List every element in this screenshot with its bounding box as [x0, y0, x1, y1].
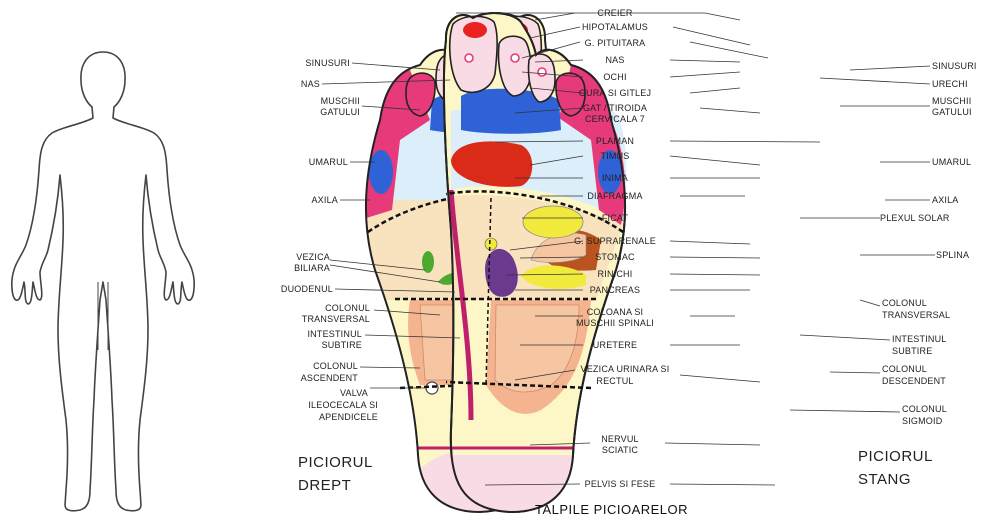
piciorul-drept-line2: DREPT	[298, 476, 373, 495]
label-apendicele: APENDICELE	[290, 412, 378, 422]
label-pelvis-si-fese: PELVIS SI FESE	[560, 479, 680, 489]
label-valva: VALVA	[290, 388, 368, 398]
label-uretere: URETERE	[560, 340, 670, 350]
label-right-urechi: URECHI	[932, 79, 968, 89]
label-ochi: OCHI	[560, 72, 670, 82]
label-rinichi: RINICHI	[560, 269, 670, 279]
label-timus: TIMUS	[560, 151, 670, 161]
label-left-nas: NAS	[270, 79, 320, 89]
label-splina: SPLINA	[936, 250, 969, 260]
label-left-gatului: GATULUI	[270, 107, 360, 117]
label-pancreas: PANCREAS	[560, 285, 670, 295]
label-colonul-ascendent: COLONUL	[290, 361, 358, 371]
piciorul-drept-line1: PICIORUL	[298, 453, 373, 472]
label-rectul: RECTUL	[560, 376, 670, 386]
label-ileocecala: ILEOCECALA SI	[290, 400, 378, 410]
label-right-muschii: MUSCHII	[932, 96, 971, 106]
label-nas-center: NAS	[560, 55, 670, 65]
label-g-suprarenale: G. SUPRARENALE	[560, 236, 670, 246]
label-vezica-urinara: VEZICA URINARA SI	[560, 364, 690, 374]
label-left-axila: AXILA	[270, 195, 338, 205]
label-colonul-sigmoid: COLONUL	[902, 404, 947, 414]
label-descendent: DESCENDENT	[882, 376, 946, 386]
label-plexul-solar: PLEXUL SOLAR	[880, 213, 950, 223]
piciorul-stang-line2: STANG	[858, 470, 933, 489]
label-plaman: PLAMAN	[560, 136, 670, 146]
label-transversal-right: TRANSVERSAL	[882, 310, 950, 320]
label-gat-tiroida: GAT / TIROIDA	[560, 103, 670, 113]
label-piciorul-drept: PICIORUL DREPT	[298, 453, 373, 495]
diagram-title: TALPILE PICIOARELOR	[535, 502, 688, 517]
label-diafragma: DIAFRAGMA	[560, 191, 670, 201]
label-colonul-descendent: COLONUL	[882, 364, 927, 374]
label-inima: INIMA	[560, 173, 670, 183]
label-cervicala-7: CERVICALA 7	[560, 114, 670, 124]
label-left-muschii: MUSCHII	[270, 96, 360, 106]
label-nervul: NERVUL	[570, 434, 670, 444]
label-right-umarul: UMARUL	[932, 157, 971, 167]
label-colonul-transversal-left: COLONUL	[290, 303, 370, 313]
label-coloana-si: COLOANA SI	[560, 307, 670, 317]
label-right-gatului: GATULUI	[932, 107, 972, 117]
label-creier: CREIER	[560, 8, 670, 18]
piciorul-stang-line1: PICIORUL	[858, 447, 933, 466]
label-right-axila: AXILA	[932, 195, 959, 205]
label-left-umarul: UMARUL	[270, 157, 348, 167]
label-stomac: STOMAC	[560, 252, 670, 262]
label-left-sinusuri: SINUSURI	[270, 58, 350, 68]
label-intestinul-left: INTESTINUL	[290, 329, 362, 339]
label-vezica-biliara: VEZICA	[270, 252, 330, 262]
label-transversal-left: TRANSVERSAL	[290, 314, 370, 324]
human-silhouette	[12, 52, 194, 511]
label-intestinul-right: INTESTINUL	[892, 334, 947, 344]
label-gura-si-gitlej: GURA SI GITLEJ	[560, 88, 670, 98]
label-sigmoid: SIGMOID	[902, 416, 942, 426]
label-subtire-right: SUBTIRE	[892, 346, 932, 356]
label-right-sinusuri: SINUSURI	[932, 61, 977, 71]
label-sciatic: SCIATIC	[570, 445, 670, 455]
label-muschii-spinali: MUSCHII SPINALI	[560, 318, 670, 328]
label-ficat: FICAT	[560, 213, 670, 223]
label-g-pituitara: G. PITUITARA	[560, 38, 670, 48]
label-biliara: BILIARA	[270, 263, 330, 273]
label-hipotalamus: HIPOTALAMUS	[560, 22, 670, 32]
label-duodenul: DUODENUL	[270, 284, 333, 294]
label-ascendent: ASCENDENT	[290, 373, 358, 383]
label-piciorul-stang: PICIORUL STANG	[858, 447, 933, 489]
label-colonul-transversal-right: COLONUL	[882, 298, 927, 308]
label-subtire-left: SUBTIRE	[290, 340, 362, 350]
